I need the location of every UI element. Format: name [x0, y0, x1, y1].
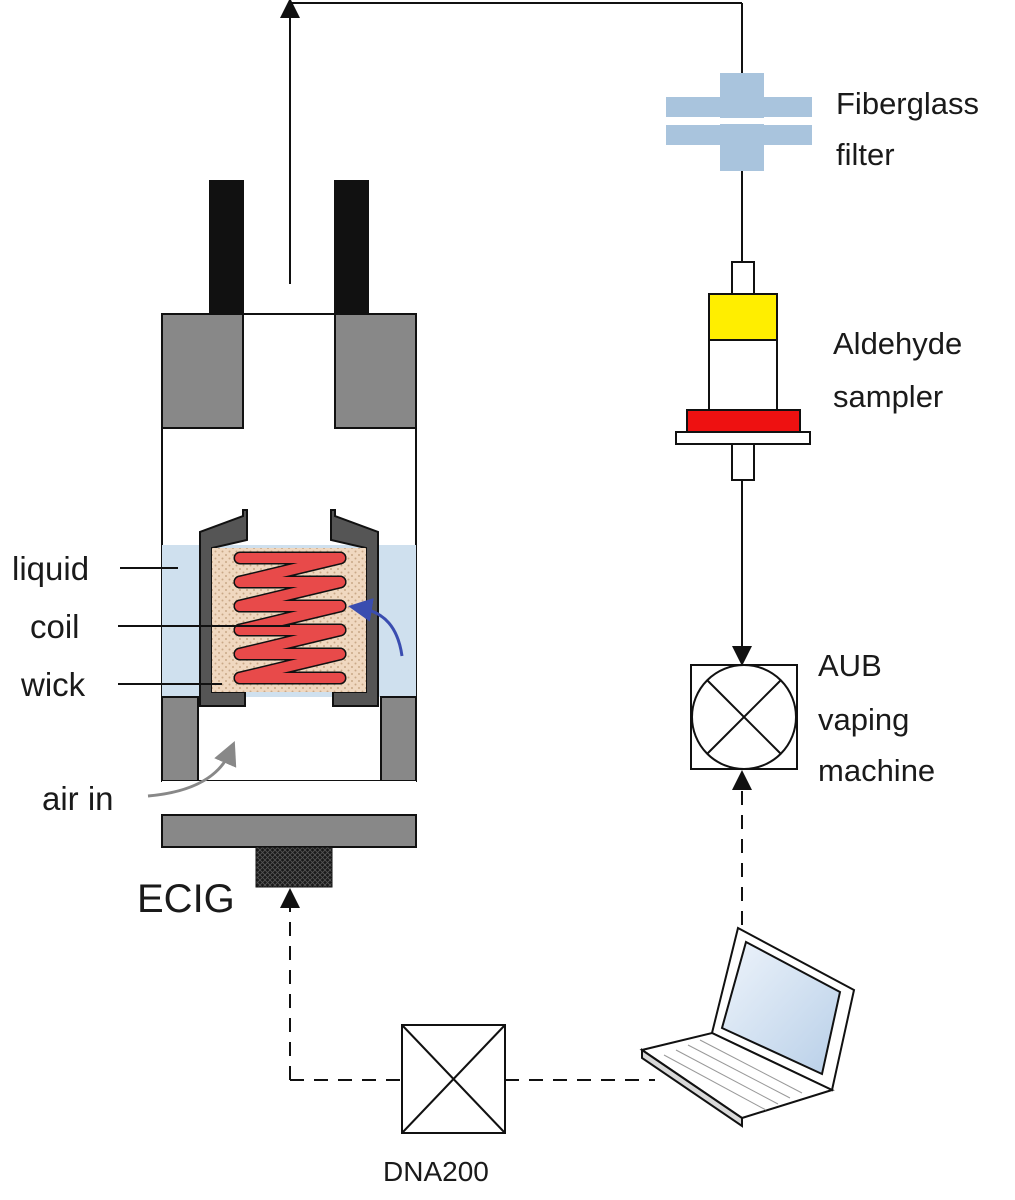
housing-bottom-left: [161, 696, 199, 782]
mouthpiece-left: [209, 180, 244, 315]
mouthpiece-right: [334, 180, 369, 315]
machine-label-line3: machine: [818, 753, 936, 788]
housing-top-left: [161, 313, 244, 429]
filter-label-line2: filter: [836, 137, 895, 172]
laptop-icon: [639, 926, 856, 1128]
liquid-label: liquid: [12, 550, 90, 587]
machine-label-line2: vaping: [818, 702, 910, 737]
ecig-label: ECIG: [137, 877, 235, 921]
dna200-controller: [401, 1024, 506, 1134]
housing-base: [161, 814, 417, 848]
housing-bottom-right: [380, 696, 417, 782]
sampler-label-line2: sampler: [833, 379, 944, 414]
control-paths: [289, 788, 743, 1081]
coil-label: coil: [30, 608, 80, 645]
dna200-label: DNA200: [383, 1156, 489, 1187]
air-gap: [162, 781, 416, 815]
filter-label-line1: Fiberglass: [836, 86, 979, 121]
air-in-label: air in: [42, 780, 114, 817]
housing-top-right: [334, 313, 417, 429]
machine-label-line1: AUB: [818, 648, 882, 683]
liquid-flow-arrow: [348, 598, 404, 657]
sampler-label-line1: Aldehyde: [833, 326, 963, 361]
aldehyde-sampler: [675, 261, 811, 481]
air-in-arrow: [147, 740, 237, 798]
ecig-device: [147, 180, 417, 888]
ecig-connector: [255, 846, 333, 888]
wick-label: wick: [21, 666, 86, 703]
aub-vaping-machine: [690, 664, 798, 770]
fiberglass-filter: [666, 73, 812, 171]
